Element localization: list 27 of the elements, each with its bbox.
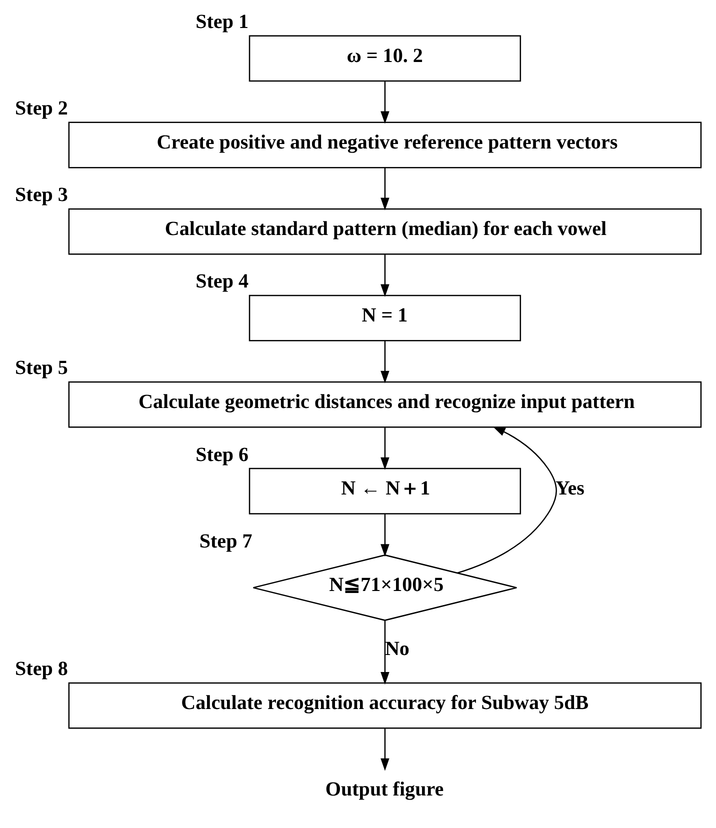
node-label: Step 8 <box>15 658 68 680</box>
node-box: ω = 10. 2 <box>248 35 522 82</box>
node-box: Create positive and negative reference pattern vectors <box>68 122 702 168</box>
arrow <box>380 81 390 124</box>
node-label: Step 3 <box>15 184 68 206</box>
node-box: N ← N＋1 <box>248 468 522 514</box>
node-label: Step 4 <box>196 270 249 293</box>
arrow <box>380 427 390 470</box>
arrow <box>380 620 390 685</box>
node-text: Output figure <box>325 778 444 801</box>
arrow <box>380 514 390 557</box>
arrow <box>380 254 390 297</box>
node-label: Step 5 <box>15 357 68 380</box>
node-box: N = 1 <box>248 294 522 342</box>
node-label: Step 6 <box>196 444 249 466</box>
node-label: Step 2 <box>15 98 68 120</box>
arrow <box>380 168 390 210</box>
arrow <box>380 728 390 771</box>
node-diamond: N≦71×100×5 <box>252 554 518 621</box>
node-box: Calculate standard pattern (median) for each vowel <box>68 208 702 255</box>
arrow <box>457 426 557 574</box>
node-box: Calculate recognition accuracy for Subway 5dB <box>68 682 702 729</box>
arrow <box>380 340 390 384</box>
edge-label: No <box>384 638 410 660</box>
node-label: Step 7 <box>199 530 252 552</box>
node-box: Calculate geometric distances and recognize input pattern <box>68 381 702 428</box>
node-label: Step 1 <box>196 11 249 34</box>
